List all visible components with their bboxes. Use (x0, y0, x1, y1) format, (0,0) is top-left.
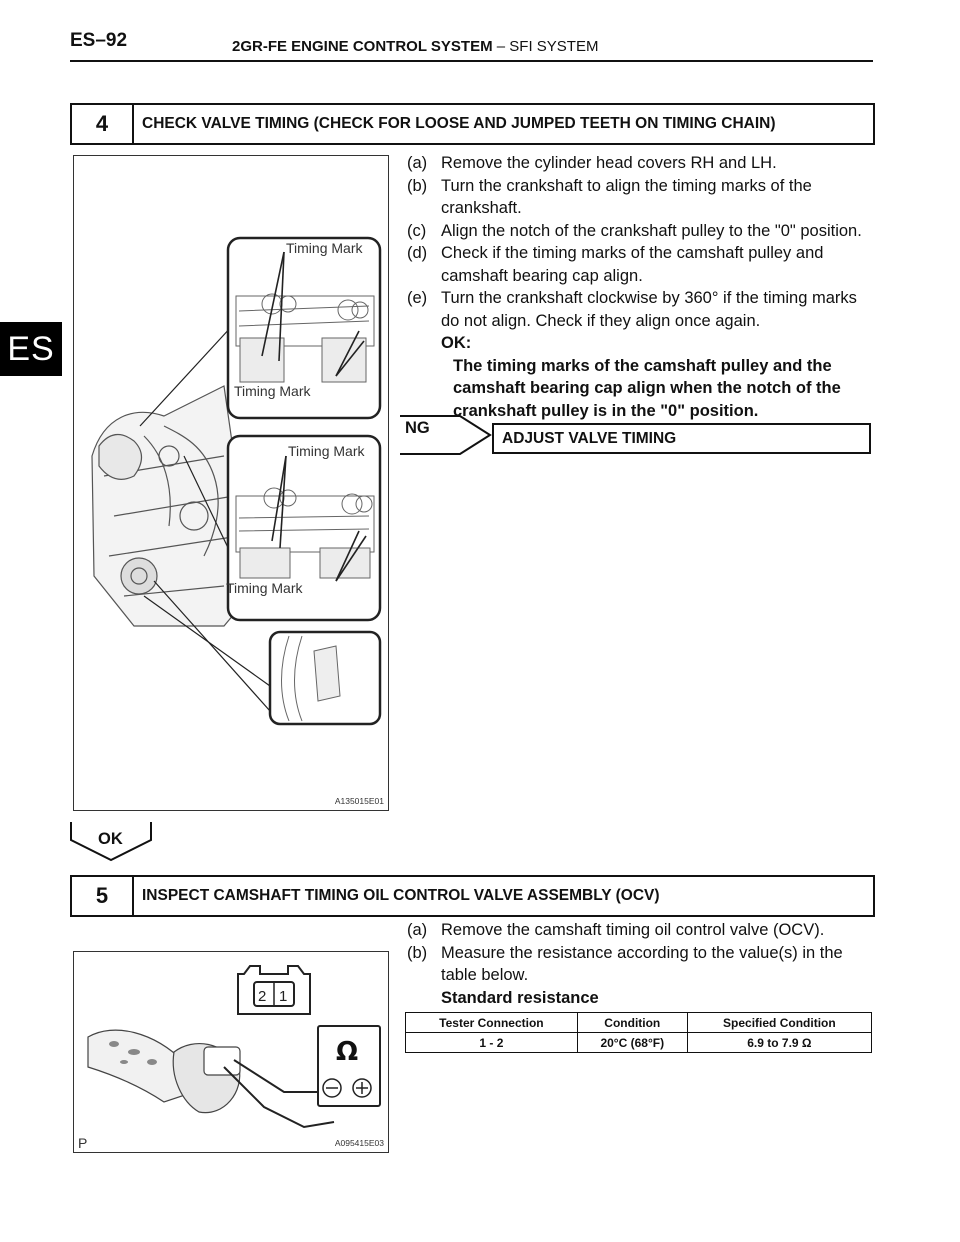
ocv-figure: 2 1 Ω P A095415E03 (73, 951, 389, 1153)
instruction-label: (a) (407, 921, 428, 939)
step-4-heading: 4 CHECK VALVE TIMING (CHECK FOR LOOSE AN… (70, 103, 875, 145)
table-header-row: Tester Connection Condition Specified Co… (405, 1012, 873, 1033)
callout-timing-mark-1: Timing Mark (286, 240, 363, 256)
instruction-text: Remove the cylinder head covers RH and L… (441, 154, 777, 172)
step-5-instructions: (a) Remove the camshaft timing oil contro… (407, 919, 877, 1009)
instruction-text: Check if the timing marks of the camshaf… (441, 244, 824, 285)
ng-arrow-shape (400, 415, 492, 455)
engine-illustration: Timing Mark Timing Mark Timing Mark Timi… (91, 236, 382, 726)
instruction-4d: (d) Check if the timing marks of the cams… (407, 242, 877, 287)
col-specified-condition: Specified Condition (686, 1012, 873, 1033)
step-4-number: 4 (72, 105, 134, 143)
col-tester-connection: Tester Connection (405, 1012, 578, 1033)
step-5-title: INSPECT CAMSHAFT TIMING OIL CONTROL VALV… (142, 887, 660, 904)
ocv-illustration: 2 1 Ω P (78, 965, 381, 1151)
step-4-instructions: (a) Remove the cylinder head covers RH an… (407, 152, 877, 422)
resistance-spec-table: Tester Connection Condition Specified Co… (405, 1012, 873, 1053)
instruction-text: Turn the crankshaft clockwise by 360° if… (441, 289, 857, 330)
step-4-title: CHECK VALVE TIMING (CHECK FOR LOOSE AND … (142, 115, 776, 132)
figure-corner-letter: P (78, 1135, 87, 1151)
table-cell: 1 - 2 (405, 1032, 578, 1053)
instruction-text: Remove the camshaft timing oil control v… (441, 921, 825, 939)
instruction-5a: (a) Remove the camshaft timing oil contro… (407, 919, 877, 942)
figure-id-4: A135015E01 (334, 796, 384, 806)
svg-text:Ω: Ω (336, 1037, 358, 1067)
ng-action-box: ADJUST VALVE TIMING (492, 423, 871, 454)
ok-criteria-label: OK: (441, 334, 472, 352)
instruction-4b: (b) Turn the crankshaft to align the timi… (407, 175, 877, 220)
callout-timing-mark-2: Timing Mark (234, 383, 311, 399)
instruction-label: (e) (407, 289, 428, 307)
pin-label-2: 2 (258, 988, 266, 1005)
instruction-label: (c) (407, 221, 427, 240)
instruction-4c: (c) Align the notch of the crankshaft pul… (407, 220, 877, 243)
valve-timing-figure: Timing Mark Timing Mark Timing Mark Timi… (73, 155, 389, 811)
instruction-4e: (e) Turn the crankshaft clockwise by 360°… (407, 287, 877, 332)
table-cell: 6.9 to 7.9 Ω (686, 1032, 873, 1053)
step-5-number: 5 (72, 877, 134, 915)
instruction-text: Turn the crankshaft to align the timing … (441, 176, 812, 218)
instruction-text: Measure the resistance according to the … (441, 943, 843, 985)
callout-timing-mark-4: Timing Mark (226, 580, 303, 596)
instruction-label: (a) (407, 154, 428, 172)
section-title: 2GR-FE ENGINE CONTROL SYSTEM – SFI SYSTE… (232, 38, 598, 55)
ok-arrow-shape (70, 822, 152, 862)
ok-tag: OK (98, 830, 123, 848)
ok-criteria-text: The timing marks of the camshaft pulley … (453, 356, 841, 420)
callout-timing-mark-3: Timing Mark (288, 443, 365, 459)
standard-resistance-label: Standard resistance (441, 988, 599, 1007)
instruction-5b: (b) Measure the resistance according to t… (407, 942, 877, 987)
instruction-label: (d) (407, 244, 428, 262)
section-title-sub: – SFI SYSTEM (492, 38, 599, 55)
table-row: 1 - 2 20°C (68°F) 6.9 to 7.9 Ω (405, 1032, 873, 1053)
step-5-heading: 5 INSPECT CAMSHAFT TIMING OIL CONTROL VA… (70, 875, 875, 917)
instruction-label: (b) (407, 943, 428, 962)
table-cell: 20°C (68°F) (576, 1032, 688, 1053)
header-divider (70, 60, 873, 62)
instruction-label: (b) (407, 176, 428, 195)
page-number: ES–92 (70, 30, 128, 51)
section-title-main: 2GR-FE ENGINE CONTROL SYSTEM (232, 38, 493, 55)
section-side-tab: ES (0, 322, 62, 376)
col-condition: Condition (576, 1012, 688, 1033)
instruction-text: Align the notch of the crankshaft pulley… (441, 221, 862, 240)
pin-label-1: 1 (279, 988, 287, 1005)
ng-label: NG (405, 419, 430, 437)
instruction-4a: (a) Remove the cylinder head covers RH an… (407, 152, 877, 175)
figure-id-5: A095415E03 (334, 1138, 384, 1148)
